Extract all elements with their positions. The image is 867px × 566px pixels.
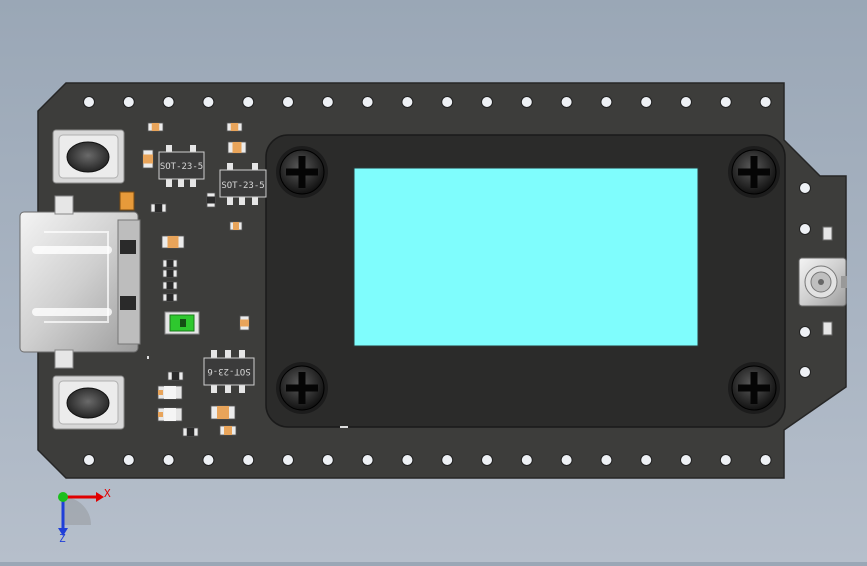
usb-c-port [19,191,141,369]
pin-hole [481,454,493,466]
smd-led [157,407,183,422]
boot-button[interactable] [52,375,125,430]
pin-hole [799,366,811,378]
pin-hole [799,182,811,194]
sot-23-5-chip-2: SOT-23-5 [219,163,267,205]
screw-head [276,362,328,414]
status-led [164,311,200,335]
top-header-holes [83,96,772,108]
smd-capacitor [227,141,247,154]
screw-head [728,146,780,198]
z-axis-label: Z [59,532,66,545]
screw-head [728,362,780,414]
ipex-antenna-connector [798,257,847,307]
axis-triad: X Z [58,487,111,545]
silkscreen-mark [147,356,149,359]
mounting-screws [276,146,780,414]
smd-led [157,385,183,400]
pin-hole [520,454,533,466]
smd-capacitor [226,122,243,132]
smd-capacitor [142,149,154,169]
smd-capacitor [239,315,250,331]
pin-hole [520,96,533,108]
pin-hole [321,454,334,466]
right-edge-holes [799,182,811,378]
screw-head [276,146,328,198]
antenna-matching-cap-2 [822,321,833,336]
pin-hole [759,96,772,108]
sot-23-6-chip: SOT-23-6 [203,350,255,393]
pin-hole [560,96,573,108]
pin-hole [162,96,175,108]
pin-hole [719,96,732,108]
pin-hole [202,454,215,466]
led-pad [158,412,163,417]
smd-resistor [167,371,184,381]
pin-hole [321,96,334,108]
pin-hole [600,96,613,108]
smd-resistor [150,203,167,213]
smd-resistor [162,293,178,302]
x-axis-label: X [104,487,111,500]
pin-hole [361,96,374,108]
smd-capacitor [147,122,164,132]
pin-hole [83,96,95,108]
pin-hole [242,96,255,108]
pin-hole [759,454,772,466]
smd-capacitor [229,221,243,231]
pin-hole [242,454,255,466]
smd-resistor [162,269,178,278]
chip-label: SOT-23-5 [221,181,264,191]
pin-hole [680,454,692,466]
pin-hole [162,454,175,466]
pin-hole [401,454,414,466]
pin-hole [282,96,294,108]
smd-capacitor [161,235,185,249]
passive-components [142,122,348,437]
smd-capacitor [210,405,236,420]
pin-hole [202,96,215,108]
antenna-matching-cap-1 [822,226,833,241]
oled-screen [353,167,699,347]
pin-hole [361,454,374,466]
pin-hole [719,454,732,466]
pin-hole [282,454,294,466]
smd-capacitor [219,425,237,436]
reset-button[interactable] [52,129,125,184]
silkscreen-mark [340,426,348,428]
pin-hole [799,326,811,338]
bottom-header-holes [83,454,772,466]
smd-resistor [162,281,178,290]
sot-23-5-chip-1: SOT-23-5 [158,145,205,187]
pin-hole [640,454,653,466]
pin-hole [799,223,811,235]
pin-hole [481,96,493,108]
smd-resistor [182,427,199,437]
pin-hole [83,454,95,466]
pin-hole [441,96,454,108]
pin-hole [600,454,613,466]
pin-hole [640,96,653,108]
pin-hole [441,454,454,466]
smd-resistor [206,192,216,208]
chip-label: SOT-23-5 [160,162,203,172]
pin-hole [401,96,414,108]
pin-hole [122,96,135,108]
pin-hole [680,96,692,108]
chip-label: SOT-23-6 [207,366,250,376]
pin-hole [560,454,573,466]
smd-resistor [162,259,178,268]
pin-hole [122,454,135,466]
led-pad [158,390,163,395]
